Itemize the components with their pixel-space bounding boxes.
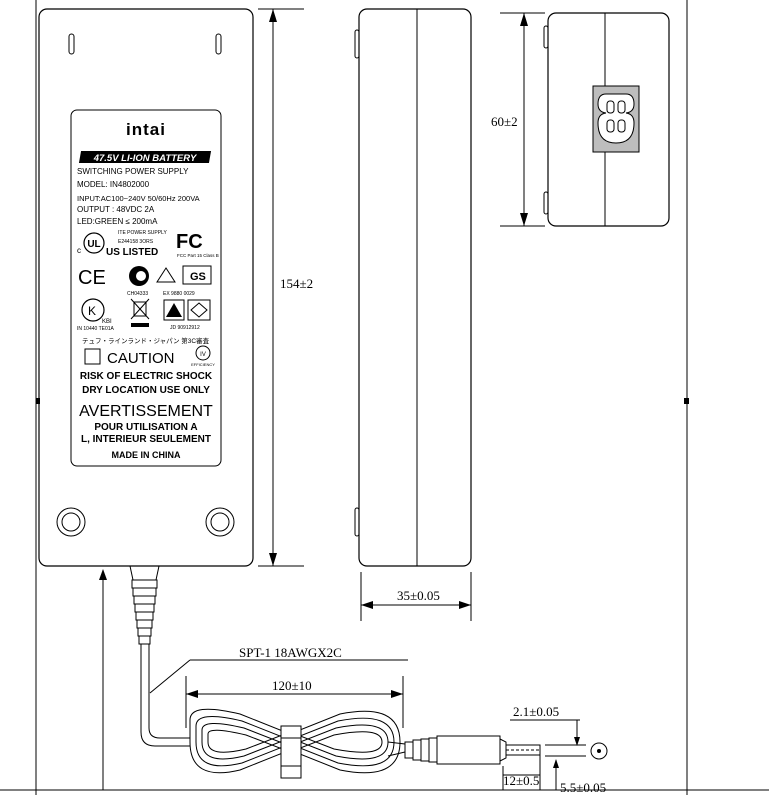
fcc-mark: FC FCC Part 15 Class B (176, 231, 219, 258)
depth-value: 35±0.05 (397, 588, 440, 603)
svg-text:L, INTERIEUR SEULEMENT: L, INTERIEUR SEULEMENT (81, 434, 211, 445)
avertissement-text: AVERTISSEMENT (79, 403, 213, 420)
svg-text:CH04333: CH04333 (127, 291, 148, 297)
circle-k-mark: K KBI IN 10440 TE01A (77, 298, 115, 332)
side-view (354, 8, 472, 567)
dc-cable (140, 644, 190, 747)
svg-text:FC: FC (176, 231, 203, 253)
jp-cert-text: テュフ・ラインランド・ジャパン 第3C審査 (82, 336, 210, 345)
svg-text:US LISTED: US LISTED (106, 247, 158, 258)
svg-text:LED:GREEN ≤ 200mA: LED:GREEN ≤ 200mA (77, 217, 158, 226)
top-body (547, 12, 670, 227)
svg-text:INPUT:AC100~240V 50/60Hz 200VA: INPUT:AC100~240V 50/60Hz 200VA (77, 194, 200, 203)
weee-bin-icon (130, 298, 150, 327)
svg-text:KBI: KBI (102, 319, 112, 325)
svg-text:RISK OF ELECTRIC SHOCK: RISK OF ELECTRIC SHOCK (80, 371, 213, 382)
battery-banner-bg (78, 151, 212, 163)
svg-text:GS: GS (190, 271, 206, 283)
dimension-height: 154±2 (258, 8, 320, 567)
front-body (38, 8, 254, 567)
gs-mark: GS EX 9880 0029 (156, 265, 212, 297)
svg-text:IV: IV (200, 352, 206, 358)
svg-text:EX 9880 0029: EX 9880 0029 (163, 291, 195, 297)
svg-text:FCC Part 15 Class B: FCC Part 15 Class B (177, 253, 219, 258)
ce-mark: CE (78, 267, 106, 289)
ac-inlet-c8 (592, 85, 640, 153)
front-view: intai 47.5V LI-ION BATTERY SWITCHING POW… (38, 8, 254, 747)
vent-slot-left (68, 33, 75, 55)
side-body (358, 8, 472, 567)
height-value: 154±2 (280, 276, 313, 291)
dimension-plug: 12±0.5 5.5±0.05 (502, 752, 606, 795)
dimension-pin: 2.1±0.05 (510, 704, 586, 757)
dimension-depth: 35±0.05 (360, 572, 472, 621)
safety-marks: JD 90912912 (163, 299, 211, 331)
svg-text:MODEL: IN4802000: MODEL: IN4802000 (77, 180, 150, 189)
svg-text:E244158 3ORS: E244158 3ORS (118, 239, 154, 245)
plug-length-value: 12±0.5 (503, 773, 539, 788)
battery-banner: 47.5V LI-ION BATTERY (93, 153, 198, 164)
foot-left (56, 507, 86, 537)
cable-tie (280, 725, 302, 779)
svg-text:POUR UTILISATION A: POUR UTILISATION A (94, 422, 197, 433)
svg-text:EFFICIENCY: EFFICIENCY (191, 362, 215, 367)
frame-mark-left (36, 398, 40, 404)
vent-slot-right (215, 33, 222, 55)
svg-text:OUTPUT : 48VDC 2A: OUTPUT : 48VDC 2A (77, 205, 155, 214)
strain-relief (129, 565, 160, 645)
barrel-diameter-value: 5.5±0.05 (560, 780, 606, 795)
svg-text:SWITCHING POWER SUPPLY: SWITCHING POWER SUPPLY (77, 167, 189, 176)
svg-text:c: c (77, 246, 81, 255)
svg-text:K: K (88, 304, 96, 318)
dimension-width: 60±2 (491, 12, 545, 227)
cable-spec-text: SPT-1 18AWGX2C (239, 645, 342, 660)
dimension-cable-length: 120±10 (185, 676, 404, 728)
svg-text:IN 10440 TE01A: IN 10440 TE01A (77, 326, 115, 332)
svg-text:DRY LOCATION USE ONLY: DRY LOCATION USE ONLY (82, 385, 210, 396)
pin-diameter-value: 2.1±0.05 (513, 704, 559, 719)
caution-text: CAUTION (107, 350, 175, 367)
cable-spec: SPT-1 18AWGX2C (99, 569, 408, 790)
coiled-cable (189, 708, 401, 779)
cable-length-value: 120±10 (272, 678, 312, 693)
made-in-text: MADE IN CHINA (112, 450, 181, 460)
svg-text:UL: UL (87, 239, 100, 250)
efficiency-mark (195, 345, 211, 361)
foot-right (205, 507, 235, 537)
brand-logo: intai (126, 120, 166, 139)
c-tick-mark: CH04333 (127, 266, 149, 297)
top-view (543, 12, 670, 227)
plug-end-view (590, 742, 608, 760)
svg-text:ITE POWER SUPPLY: ITE POWER SUPPLY (118, 230, 167, 236)
caution-box (84, 348, 101, 365)
width-value: 60±2 (491, 114, 518, 129)
frame-mark-right (684, 398, 689, 404)
svg-text:JD 90912912: JD 90912912 (170, 325, 200, 331)
ul-listed-mark: UL c US LISTED ITE POWER SUPPLY E244158 … (77, 230, 167, 258)
rating-label: intai 47.5V LI-ION BATTERY SWITCHING POW… (70, 109, 222, 467)
dc-plug (387, 735, 608, 765)
